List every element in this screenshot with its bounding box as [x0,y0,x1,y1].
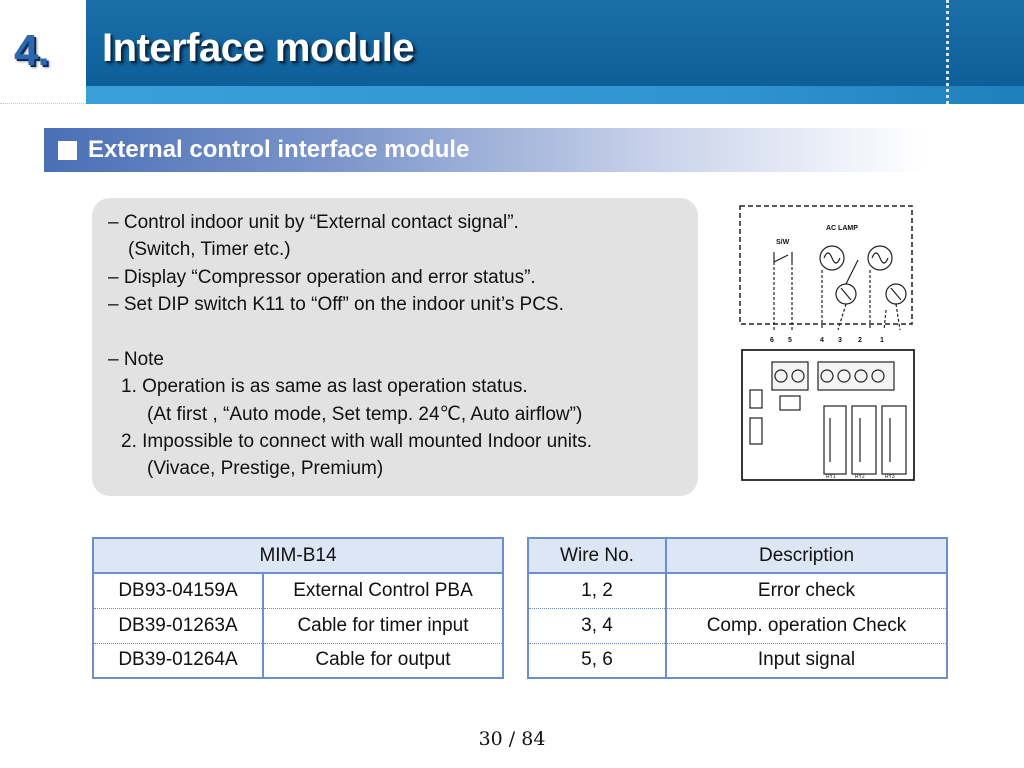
part-name: Cable for timer input [262,608,504,644]
part-name: Cable for output [262,643,504,679]
wire-table-header: Wire No. [527,537,667,574]
wiring-diagram: AC LAMP S/W 6 5 4 3 2 1 RY1 RY2 RY3 [739,205,915,481]
note-item-detail: (Vivace, Prestige, Premium) [147,458,384,479]
lamp-icon [867,245,893,271]
section-title: External control interface module [88,136,470,163]
description-line: – Control indoor unit by “External conta… [108,212,519,233]
part-code: DB39-01263A [92,608,264,644]
table-row: 5, 6 Input signal [527,643,948,679]
part-code: DB93-04159A [92,573,264,609]
switch-label: S/W [776,239,790,246]
description-line: – Display “Compressor operation and erro… [108,267,536,288]
relay-label: RY2 [855,474,865,480]
part-code: DB39-01264A [92,643,264,679]
page-counter: 30 / 84 [478,728,546,750]
lamp-icon [819,245,845,271]
wire-table-header: Description [665,537,948,574]
lamp-label: AC LAMP [826,225,858,232]
header-bar [86,0,1024,86]
note-item: 1. Operation is as same as last operatio… [121,376,528,397]
terminal-label: 3 [838,337,842,344]
header-strip [86,86,1024,104]
switch-icon [773,254,789,263]
pcb-board [741,349,915,481]
part-name: External Control PBA [262,573,504,609]
relay-label: RY1 [826,474,836,480]
section-number-box: 4. [0,0,86,104]
terminal-label: 2 [858,337,862,344]
parts-table-header: MIM-B14 [92,537,504,574]
wire-number: 3, 4 [527,608,667,644]
wire-table: Wire No. Description 1, 2 Error check 3,… [527,537,948,679]
page-title: Interface module [102,26,415,70]
square-bullet-icon [58,141,77,160]
wire-description: Error check [665,573,948,609]
terminal-label: 1 [880,337,884,344]
note-item: 2. Impossible to connect with wall mount… [121,431,593,452]
wire-description: Comp. operation Check [665,608,948,644]
terminal-label: 4 [820,337,824,344]
table-row: DB39-01264A Cable for output [92,643,504,679]
table-row: DB93-04159A External Control PBA [92,573,504,609]
description-box [92,198,698,496]
description-line: (Switch, Timer etc.) [128,239,291,260]
terminal-label: 6 [770,337,774,344]
header-dotted-divider [946,0,949,104]
description-line: – Set DIP switch K11 to “Off” on the ind… [108,294,564,315]
table-row: DB39-01263A Cable for timer input [92,608,504,644]
note-item-detail: (At first , “Auto mode, Set temp. 24℃, A… [147,404,583,425]
note-heading: – Note [108,349,164,370]
relay-label: RY3 [885,474,895,480]
lamp-enclosure [739,205,913,325]
section-number: 4. [14,26,50,75]
wire-description: Input signal [665,643,948,679]
terminal-label: 5 [788,337,792,344]
wire-number: 5, 6 [527,643,667,679]
table-row: 1, 2 Error check [527,573,948,609]
section-band [44,128,924,172]
wire-number: 1, 2 [527,573,667,609]
table-row: 3, 4 Comp. operation Check [527,608,948,644]
parts-table: MIM-B14 DB93-04159A External Control PBA… [92,537,504,679]
